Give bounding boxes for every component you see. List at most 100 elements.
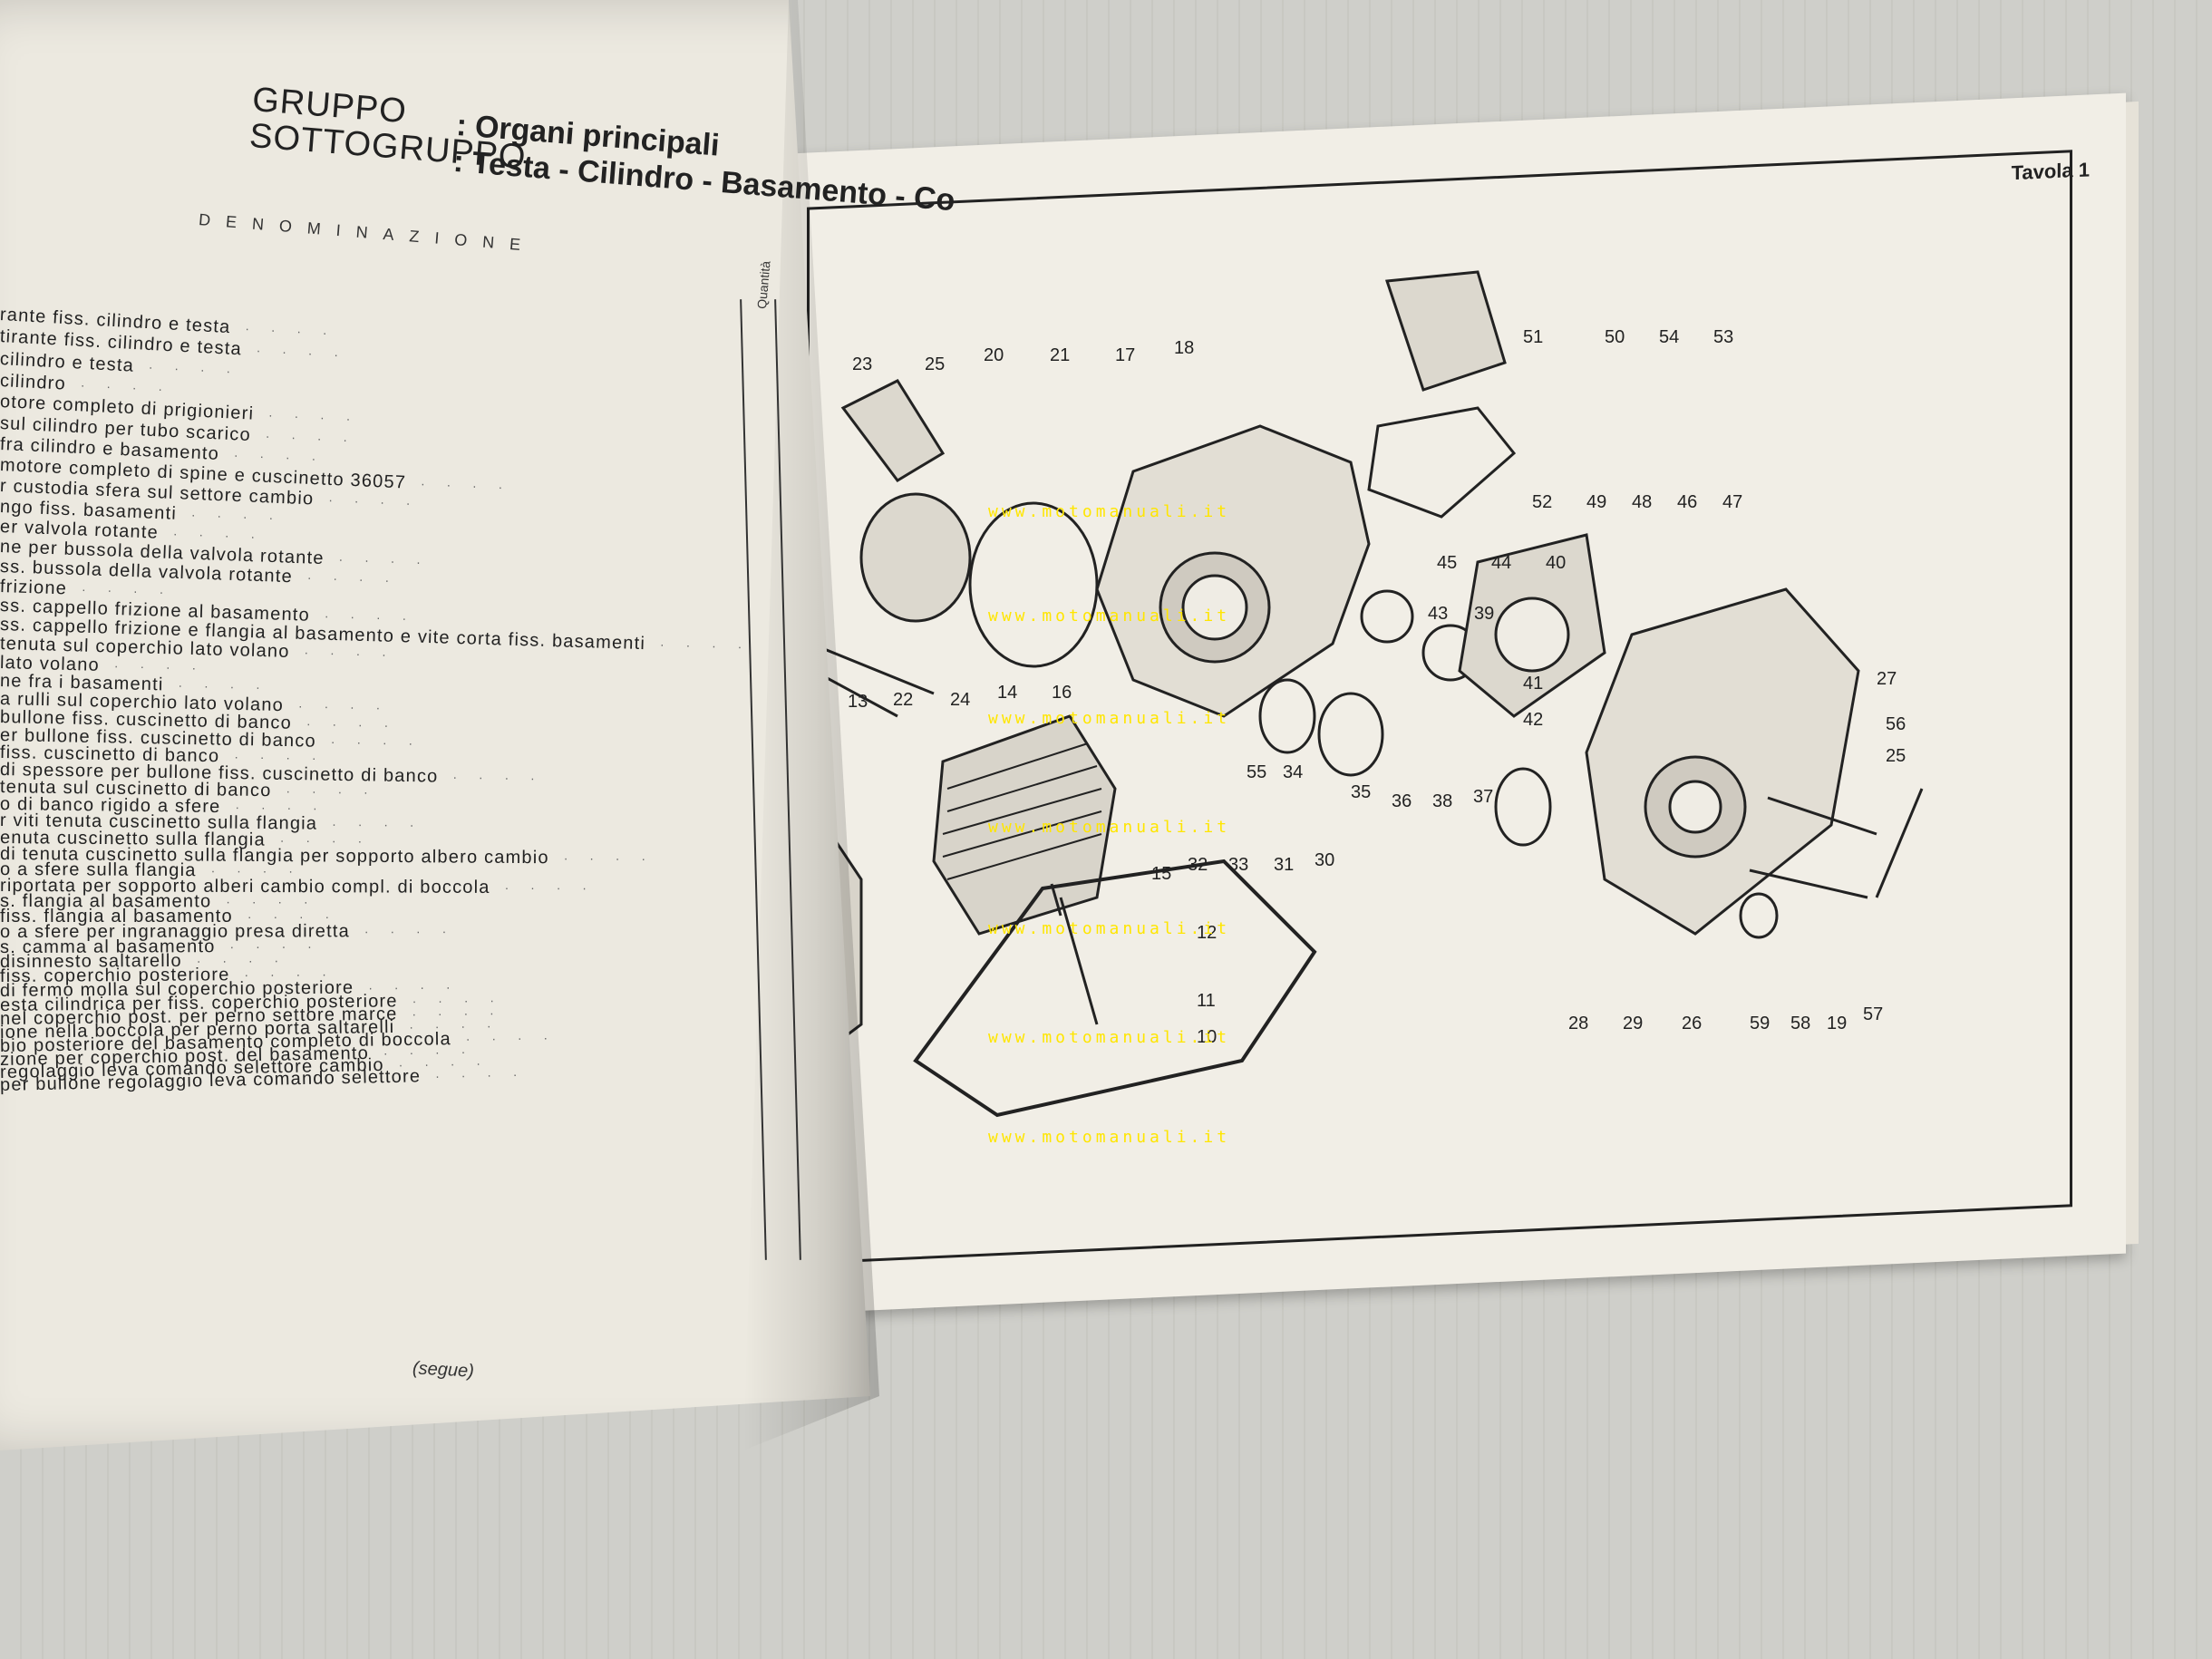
callout: 48 — [1632, 492, 1652, 512]
callout: 17 — [1115, 345, 1135, 365]
bearing-43-illustration — [1360, 589, 1414, 644]
callout: 58 — [1790, 1014, 1810, 1033]
exploded-engine-drawing: 23 25 20 21 17 18 51 50 54 53 52 49 48 4… — [789, 270, 1924, 1147]
callout: 49 — [1586, 492, 1606, 512]
watermark: www.motomanuali.it — [988, 1028, 1230, 1047]
plate-title: Tavola 1 — [2011, 158, 2090, 185]
seal-34-illustration — [1258, 678, 1316, 754]
list-item: fiss. flangia al basamento · · · · — [0, 906, 338, 927]
leader-dots: · · · · — [244, 321, 337, 341]
gasket-28-illustration — [913, 859, 1317, 1118]
callout: 33 — [1228, 855, 1248, 875]
leader-dots: · · · · — [563, 850, 655, 866]
dipstick-56-illustration — [1875, 788, 1924, 898]
callout: 14 — [997, 683, 1017, 703]
callout-numbers: 23 25 20 21 17 18 51 50 54 53 52 49 48 4… — [848, 327, 1906, 1047]
callout: 25 — [1886, 746, 1906, 766]
leader-dots: · · · · — [267, 407, 360, 427]
callout: 10 — [1197, 1027, 1217, 1047]
crankcase-right-27-illustration — [1585, 587, 1860, 936]
callout: 31 — [1274, 855, 1294, 875]
callout: 37 — [1473, 787, 1493, 807]
callout: 54 — [1659, 327, 1679, 347]
callout: 36 — [1392, 791, 1412, 811]
callout: 52 — [1532, 492, 1552, 512]
leader-dots: · · · · — [304, 645, 396, 663]
continued-note: (segue) — [412, 1358, 475, 1382]
leader-dots: · · · · — [148, 359, 240, 379]
leader-dots: · · · · — [81, 581, 173, 599]
callout: 53 — [1713, 327, 1733, 347]
watermarks: www.motomanuali.it www.motomanuali.it ww… — [988, 502, 1230, 1147]
cylinder-14-illustration — [932, 714, 1117, 936]
callout: 56 — [1886, 714, 1906, 734]
leader-dots: · · · · — [172, 526, 265, 545]
callout: 23 — [852, 354, 872, 374]
callout: 32 — [1188, 855, 1208, 875]
callout: 12 — [1197, 923, 1217, 943]
watermark: www.motomanuali.it — [988, 818, 1230, 837]
callout: 43 — [1428, 604, 1448, 624]
callout: 20 — [984, 345, 1004, 365]
leader-dots: · · · · — [659, 636, 752, 655]
callout: 16 — [1052, 683, 1072, 703]
leader-dots: · · · · — [330, 733, 422, 751]
callout: 28 — [1568, 1014, 1588, 1033]
leader-dots: · · · · — [338, 551, 431, 570]
callout: 11 — [1197, 991, 1216, 1011]
bearing-29-illustration — [1494, 767, 1552, 847]
watermark: www.motomanuali.it — [988, 919, 1230, 938]
watermark: www.motomanuali.it — [988, 1128, 1230, 1147]
callout: 45 — [1437, 553, 1457, 573]
callout: 34 — [1283, 762, 1303, 782]
callout: 35 — [1351, 782, 1371, 802]
callout: 29 — [1623, 1014, 1643, 1033]
left-page — [0, 0, 870, 1450]
callout: 44 — [1491, 553, 1511, 573]
callout: 15 — [1151, 864, 1171, 884]
callout: 13 — [848, 692, 868, 712]
rotary-valve-20-illustration — [859, 492, 972, 623]
callout: 18 — [1174, 338, 1194, 358]
watermark: www.motomanuali.it — [988, 709, 1230, 728]
leader-dots: · · · · — [306, 569, 399, 588]
callout: 50 — [1605, 327, 1625, 347]
callout: 41 — [1523, 674, 1543, 694]
stud-15-illustration — [1050, 883, 1062, 917]
callout: 24 — [950, 690, 970, 710]
stud-12-illustration — [1059, 897, 1099, 1025]
leader-dots: · · · · — [233, 447, 325, 467]
leader-dots: · · · · — [435, 1066, 527, 1084]
bolt-25-illustration — [1767, 796, 1877, 836]
watermark: www.motomanuali.it — [988, 502, 1230, 521]
callout: 25 — [925, 354, 945, 374]
callout: 40 — [1546, 553, 1566, 573]
list-item-text: fiss. flangia al basamento — [0, 906, 233, 927]
flange-23-illustration — [840, 379, 946, 482]
callout: 19 — [1827, 1014, 1847, 1033]
callout: 22 — [893, 690, 913, 710]
callout: 26 — [1682, 1014, 1702, 1033]
leader-dots: · · · · — [247, 909, 339, 925]
leader-dots: · · · · — [465, 1030, 558, 1046]
callout: 27 — [1877, 669, 1897, 689]
cover-51-illustration — [1384, 270, 1507, 392]
callout: 46 — [1677, 492, 1697, 512]
callout: 51 — [1523, 327, 1543, 347]
leader-dots: · · · · — [256, 343, 348, 364]
gasket-52-illustration — [1367, 406, 1517, 519]
gasket-21-illustration — [968, 501, 1099, 668]
callout: 38 — [1432, 791, 1452, 811]
callout: 47 — [1722, 492, 1742, 512]
watermark: www.motomanuali.it — [988, 606, 1230, 626]
seal-26-illustration — [1739, 892, 1779, 939]
leader-dots: · · · · — [327, 492, 420, 511]
leader-dots: · · · · — [265, 428, 357, 448]
page-edge — [2126, 101, 2139, 1245]
callout: 39 — [1474, 604, 1494, 624]
bearing-35-illustration — [1317, 692, 1384, 777]
leader-dots: · · · · — [364, 924, 456, 939]
callout: 55 — [1247, 762, 1266, 782]
callout: 30 — [1315, 850, 1334, 870]
bolt-19-illustration — [1749, 868, 1868, 899]
